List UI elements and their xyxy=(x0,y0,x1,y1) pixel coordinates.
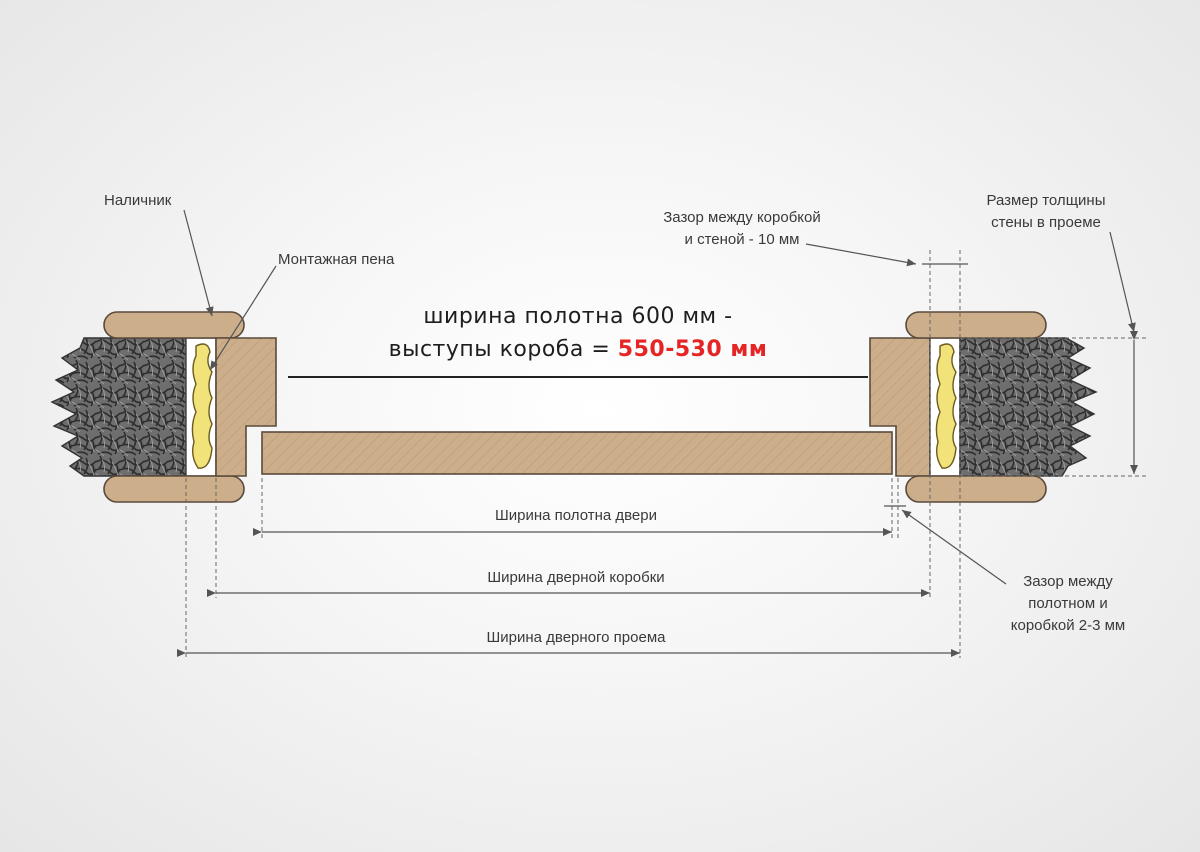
nalichnik-leader xyxy=(183,209,214,317)
right-casing-bottom xyxy=(905,475,1047,503)
wall-size-label-line-1: Размер толщины xyxy=(987,192,1106,209)
nalichnik-label: Наличник xyxy=(104,192,172,209)
gap-leaf-label-line-3: коробкой 2-3 мм xyxy=(1011,617,1125,634)
gap-leaf-leader xyxy=(901,509,1007,585)
leaf-width-label: Ширина полотна двери xyxy=(495,507,657,524)
formula-line-2-prefix: выступы короба = xyxy=(389,337,618,362)
left-mounting-foam xyxy=(185,337,217,477)
gap-wall-label-line-2: и стеной - 10 мм xyxy=(685,231,800,248)
right-casing-top xyxy=(905,311,1047,339)
frame-width-label: Ширина дверной коробки xyxy=(487,569,664,586)
left-door-frame xyxy=(215,337,277,477)
gap-leaf-label-line-1: Зазор между xyxy=(1023,573,1113,590)
gap-wall-leader xyxy=(805,243,917,267)
gap-leaf-label-line-2: полотном и xyxy=(1028,595,1107,612)
wall-size-label-line-2: стены в проеме xyxy=(991,214,1101,231)
left-wall xyxy=(50,337,187,477)
formula-result: 550-530 мм xyxy=(618,337,768,362)
foam-label: Монтажная пена xyxy=(278,251,395,268)
extension-lines xyxy=(185,250,1146,658)
left-casing-top xyxy=(103,311,245,339)
foam-leader xyxy=(209,265,277,371)
opening-width-label: Ширина дверного проема xyxy=(487,629,667,646)
formula-line-2: выступы короба = 550-530 мм xyxy=(389,337,768,362)
door-leaf xyxy=(261,431,893,475)
gap-wall-label-line-1: Зазор между коробкой xyxy=(663,209,821,226)
wall-size-leader xyxy=(1109,231,1136,333)
left-casing-bottom xyxy=(103,475,245,503)
formula-line-1: ширина полотна 600 мм - xyxy=(423,304,732,329)
right-wall xyxy=(959,337,1098,477)
right-mounting-foam xyxy=(929,337,961,477)
